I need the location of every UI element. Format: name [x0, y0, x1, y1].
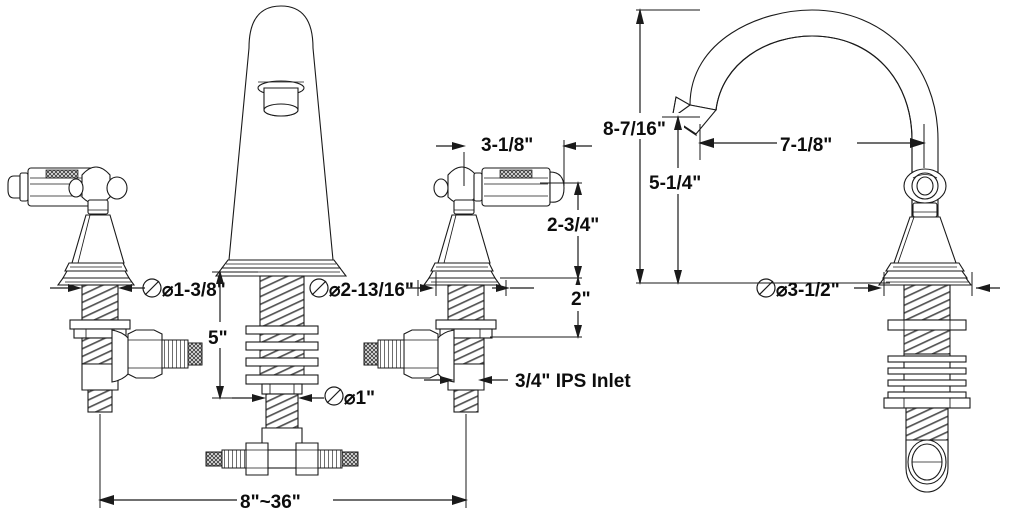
left-handle-assembly: [7, 166, 203, 413]
dim-center-shank-length: 5": [205, 270, 258, 400]
dim-label-handle-shank: ⌀1-3/8": [162, 280, 226, 301]
spout-column: [228, 5, 334, 261]
left-side-inlet: [127, 329, 203, 379]
dim-label-spout-shank: ⌀2-13/16": [329, 280, 414, 301]
dim-handle-shank-width-ticks: [417, 280, 534, 296]
center-spout-assembly: [205, 5, 359, 476]
dim-label-base-diameter: ⌀3-1/2": [776, 280, 840, 301]
dim-ips-inlet: 3/4" IPS Inlet: [424, 371, 631, 392]
left-shank-upper: [81, 284, 119, 321]
side-spout-escutcheon: [877, 168, 973, 286]
tee-fitting: [205, 427, 359, 476]
left-valve-bonnet: [56, 214, 136, 286]
dim-overall-spread: 8"~36": [98, 414, 468, 513]
dim-label-center-shank-length: 5": [208, 328, 228, 349]
right-handle-assembly: [363, 166, 565, 413]
dim-center-lower-diameter: ⌀1": [232, 386, 375, 409]
spout-side-view: [671, 9, 973, 493]
dim-spout-outlet-height: 5-1/4": [646, 115, 716, 285]
dim-handle-shank-diameter: ⌀1-3/8": [50, 278, 226, 301]
dim-label-spout-height: 8-7/16": [603, 119, 666, 140]
dim-spout-base-diameter: ⌀3-1/2": [756, 272, 1000, 301]
right-handle-lever: [433, 166, 565, 215]
dim-handle-height-upper: 2-3/4": [500, 181, 618, 280]
center-shank-upper: [259, 275, 305, 327]
right-valve-bonnet: [422, 214, 502, 286]
right-side-inlet: [363, 329, 439, 379]
dim-label-spread: 8"~36": [240, 492, 301, 513]
dim-spout-reach: 7-1/8": [698, 124, 926, 168]
dim-label-center-lower: ⌀1": [344, 388, 375, 409]
dim-handle-height-lower: 2": [490, 276, 602, 339]
dim-label-ips-inlet: 3/4" IPS Inlet: [515, 371, 631, 392]
dim-label-handle-lower: 2": [571, 289, 591, 310]
right-ips-nipple: [453, 389, 479, 413]
dim-spout-overall-height: 8-7/16": [600, 8, 890, 285]
left-locknut: [69, 319, 131, 330]
left-handle-hub: [68, 166, 128, 215]
spout-base-flange: [214, 259, 348, 277]
dim-label-reach: 7-1/8": [780, 135, 832, 156]
dim-label-handle-upper: 2-3/4": [547, 215, 599, 236]
dim-label-outlet-height: 5-1/4": [649, 173, 701, 194]
dim-handle-offset: 3-1/8": [436, 135, 592, 186]
dim-label-handle-offset: 3-1/8": [481, 135, 533, 156]
center-shank-lower: [265, 393, 299, 429]
